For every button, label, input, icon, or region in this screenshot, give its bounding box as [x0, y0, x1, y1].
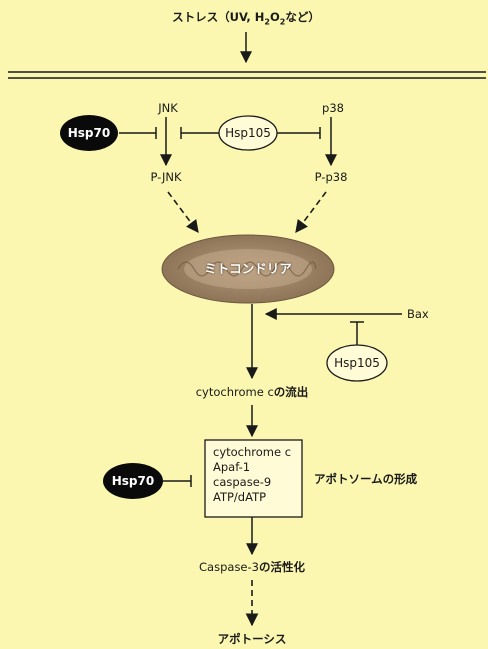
box-line-apaf1: Apaf-1: [213, 460, 251, 474]
apoptosome-formation-label: アポトソームの形成: [314, 472, 418, 486]
cytochrome-c-text: cytochrome c: [195, 385, 274, 399]
apoptosome-box-contents: cytochrome c Apaf-1 caspase-9 ATP/dATP: [213, 445, 301, 505]
pp38-dashed-arrow: [295, 191, 327, 234]
caspase3-text: Caspase-3: [199, 560, 259, 574]
apoptosome-box: [204, 439, 303, 518]
jnk-label: JNK: [158, 101, 178, 115]
box-line-caspase9: caspase-9: [213, 475, 272, 489]
hsp70-bottom-label: Hsp70: [111, 474, 155, 488]
cytochrome-c-release-label: cytochrome cの流出: [196, 385, 309, 399]
hsp70-top-label: Hsp70: [67, 126, 111, 140]
apoptosis-label: アポトーシス: [217, 632, 287, 646]
bax-label: Bax: [407, 307, 429, 321]
activation-text: の活性化: [258, 560, 305, 574]
hsp70-top-oval: [60, 115, 118, 151]
mitochondria-shape: [161, 234, 335, 304]
box-line-atp: ATP/dATP: [213, 490, 267, 504]
pjnk-label: P-JNK: [150, 170, 182, 184]
hsp70-bottom-oval: [103, 463, 163, 499]
p38-label: p38: [322, 101, 344, 115]
pp38-label: P-p38: [314, 170, 348, 184]
caspase3-activation-label: Caspase-3の活性化: [199, 560, 305, 574]
box-line-cytochrome-c: cytochrome c: [213, 445, 292, 459]
pjnk-dashed-arrow: [167, 191, 199, 234]
stress-label: ストレス（UV, H2O2など）: [172, 10, 320, 27]
hsp105-bottom-label: Hsp105: [334, 356, 380, 370]
hsp105-top-label: Hsp105: [225, 126, 271, 140]
release-text: の流出: [273, 385, 309, 399]
mitochondria-label: ミトコンドリア: [204, 261, 292, 276]
